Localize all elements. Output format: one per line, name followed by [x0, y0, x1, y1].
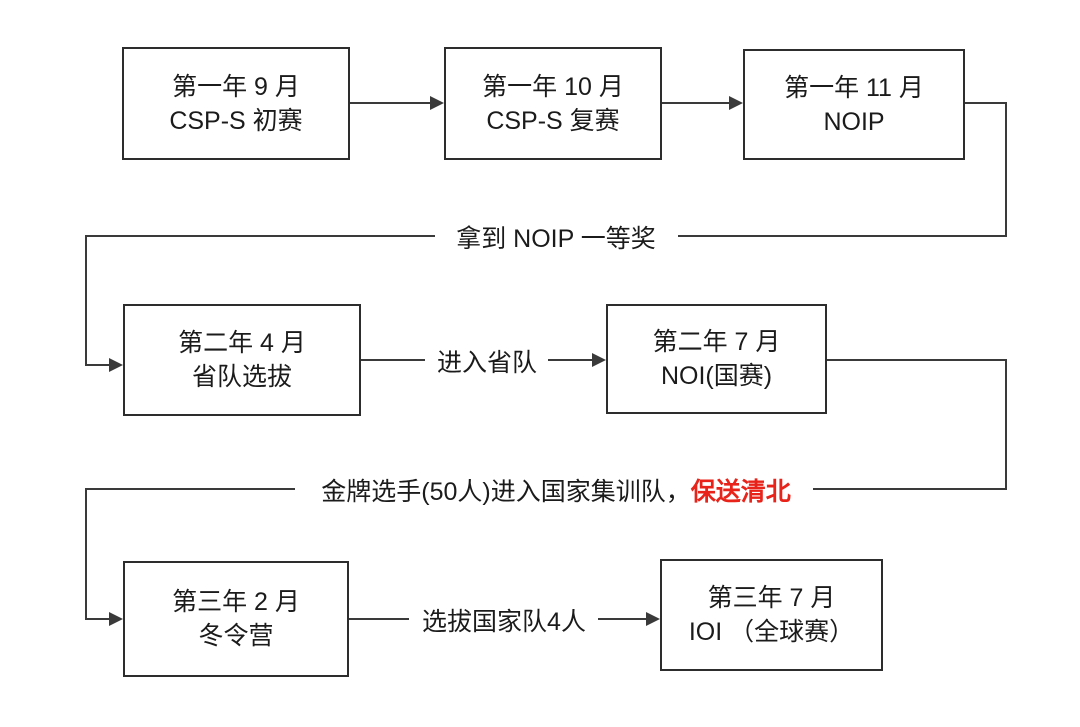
edge-label-baosong-qingbei: 保送清北	[690, 478, 791, 506]
connector-line	[1005, 359, 1007, 490]
connector-line	[85, 235, 435, 237]
connector-line	[1005, 102, 1007, 236]
connector-line	[350, 102, 430, 104]
stage-date: 第三年 7 月	[707, 584, 836, 612]
stage-date: 第一年 10 月	[482, 72, 624, 101]
stage-box-noi: 第二年 7 月 NOI(国赛)	[606, 304, 827, 414]
connector-line	[85, 488, 87, 620]
stage-box-ioi: 第三年 7 月 IOI （全球赛）	[660, 559, 883, 671]
arrowhead-icon	[646, 612, 660, 626]
stage-box-provincial-selection: 第二年 4 月 省队选拔	[123, 304, 361, 416]
connector-line	[813, 488, 1007, 490]
stage-event: 冬令营	[198, 622, 274, 650]
connector-line	[965, 102, 1007, 104]
stage-box-csp-s-preliminary: 第一年 9 月 CSP-S 初赛	[122, 47, 350, 160]
connector-line	[598, 618, 648, 620]
edge-label-national-training: 金牌选手(50人)进入国家集训队，保送清北	[315, 472, 797, 508]
connector-line	[349, 618, 409, 620]
stage-date: 第二年 4 月	[178, 329, 306, 357]
stage-event: NOIP	[823, 107, 885, 136]
arrowhead-icon	[729, 96, 743, 110]
connector-line	[85, 488, 295, 490]
connector-line	[85, 618, 111, 620]
stage-event: CSP-S 初赛	[169, 106, 303, 135]
connector-line	[548, 359, 594, 361]
stage-box-noip: 第一年 11 月 NOIP	[743, 49, 965, 160]
arrowhead-icon	[430, 96, 444, 110]
arrowhead-icon	[109, 612, 123, 626]
stage-date: 第二年 7 月	[652, 328, 781, 356]
connector-line	[827, 359, 1007, 361]
connector-line	[662, 102, 729, 104]
connector-line	[85, 235, 87, 366]
stage-event: CSP-S 复赛	[486, 106, 620, 135]
stage-date: 第一年 11 月	[784, 73, 924, 102]
stage-event: IOI （全球赛）	[688, 618, 855, 646]
connector-line	[85, 364, 111, 366]
arrowhead-icon	[592, 353, 606, 367]
stage-date: 第一年 9 月	[172, 72, 300, 101]
arrowhead-icon	[109, 358, 123, 372]
connector-line	[361, 359, 425, 361]
stage-event: 省队选拔	[191, 363, 292, 391]
connector-line	[678, 235, 1007, 237]
stage-date: 第三年 2 月	[172, 588, 300, 616]
edge-label-noip-first-prize: 拿到 NOIP 一等奖	[450, 219, 662, 255]
edge-label-national-team-selection: 选拔国家队4人	[416, 602, 592, 638]
edge-label-enter-provincial-team: 进入省队	[430, 343, 544, 379]
stage-event: NOI(国赛)	[660, 362, 773, 390]
stage-box-csp-s-final: 第一年 10 月 CSP-S 复赛	[444, 47, 662, 160]
edge-label-national-training-prefix: 金牌选手(50人)进入国家集训队，	[321, 478, 691, 506]
stage-box-winter-camp: 第三年 2 月 冬令营	[123, 561, 349, 677]
